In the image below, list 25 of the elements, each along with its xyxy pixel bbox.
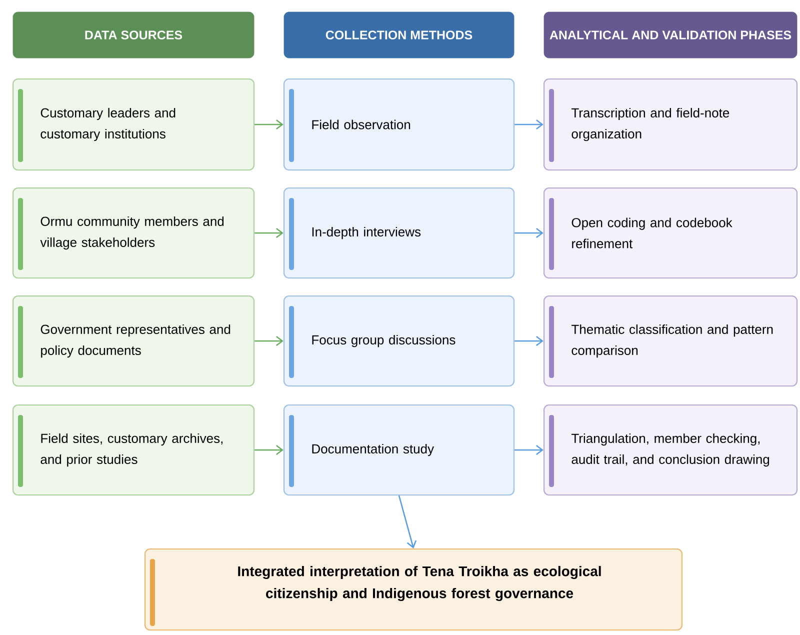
arrow [514,336,544,346]
arrow [514,228,544,238]
process-box: Focus group discussions [283,295,515,387]
process-box: Ormu community members and village stakeholders [12,187,255,279]
process-box: Field sites, customary archives, and prior studies [12,404,255,496]
process-box: In-depth interviews [283,187,515,279]
process-box: Documentation study [283,404,515,496]
process-box: Transcription and field-note organization [543,78,798,171]
result-box: Integrated interpretation of Tena Troikha as ecological citizenship and Indigenous forest governance [144,548,683,631]
arrow [254,228,284,238]
arrow [254,444,284,456]
process-box: Open coding and codebook refinement [543,187,798,279]
process-box: Government representatives and policy documents [12,295,255,387]
column-header: ANALYTICAL AND VALIDATION PHASES [544,12,798,58]
column-header: DATA SOURCES [12,12,254,58]
arrow [514,444,544,456]
process-box: Thematic classification and pattern comparison [543,295,798,387]
process-box: Triangulation, member checking, audit trail, and conclusion drawing [543,404,798,496]
process-box: Field observation [283,78,515,171]
arrow [254,336,284,346]
process-box: Customary leaders and customary institutions [12,78,255,171]
arrow [398,495,417,548]
arrow [514,119,544,130]
column-header: COLLECTION METHODS [284,12,514,58]
arrow [254,119,284,130]
